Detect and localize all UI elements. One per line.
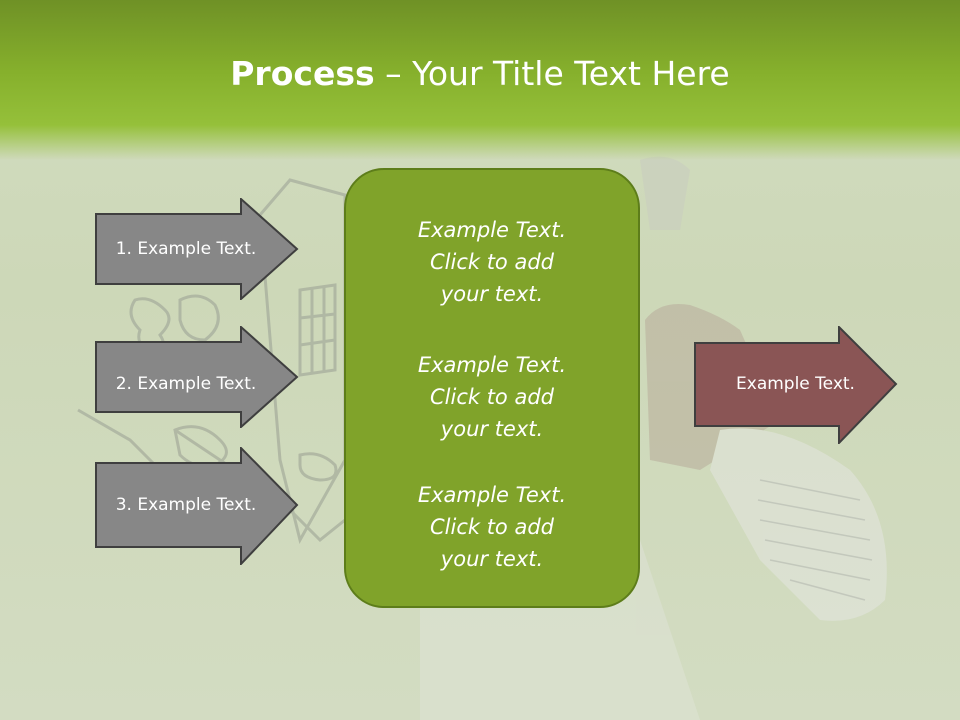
center-text-block-1: Example Text. Click to add your text. bbox=[346, 214, 638, 310]
center-line: Click to add bbox=[429, 515, 554, 539]
center-line: Click to add bbox=[429, 385, 554, 409]
center-line: Example Text. bbox=[417, 353, 567, 377]
title-banner: Process – Your Title Text Here bbox=[0, 0, 960, 160]
center-line: Example Text. bbox=[417, 483, 567, 507]
left-arrow-2: 2. Example Text. bbox=[95, 326, 300, 428]
arrow-shape bbox=[95, 198, 299, 300]
center-text-block-3: Example Text. Click to add your text. bbox=[346, 479, 638, 575]
center-line: your text. bbox=[440, 417, 544, 441]
center-text-block-2: Example Text. Click to add your text. bbox=[346, 349, 638, 445]
title-rest: – Your Title Text Here bbox=[374, 54, 730, 93]
slide-title: Process – Your Title Text Here bbox=[0, 52, 960, 96]
left-arrow-3: 3. Example Text. bbox=[95, 447, 300, 565]
right-arrow: Example Text. bbox=[694, 326, 899, 444]
left-arrow-1: 1. Example Text. bbox=[95, 198, 300, 300]
arrow-shape bbox=[95, 326, 299, 428]
center-line: Example Text. bbox=[417, 218, 567, 242]
arrow-shape bbox=[95, 447, 299, 565]
center-line: your text. bbox=[440, 547, 544, 571]
right-arrow-label: Example Text. bbox=[736, 374, 855, 394]
title-bold: Process bbox=[230, 54, 375, 93]
left-arrow-3-label: 3. Example Text. bbox=[115, 495, 257, 515]
left-arrow-1-label: 1. Example Text. bbox=[115, 239, 257, 259]
left-arrow-2-label: 2. Example Text. bbox=[115, 374, 257, 394]
arrow-shape bbox=[694, 326, 898, 444]
center-line: Click to add bbox=[429, 250, 554, 274]
center-content-box: Example Text. Click to add your text. Ex… bbox=[344, 168, 640, 608]
center-line: your text. bbox=[440, 282, 544, 306]
